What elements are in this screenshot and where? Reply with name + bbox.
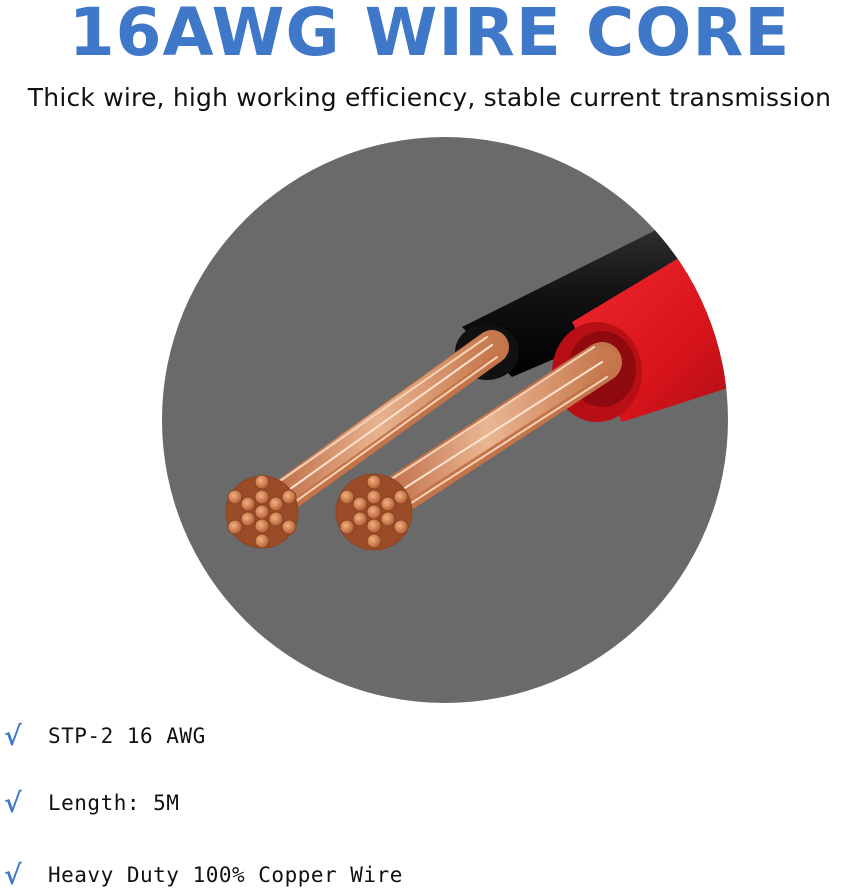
feature-text: STP-2 16 AWG <box>48 724 206 748</box>
feature-item: √ Heavy Duty 100% Copper Wire <box>0 855 403 895</box>
background-circle <box>162 137 728 703</box>
check-mark-icon: √ <box>4 720 22 752</box>
copper-strands-right <box>352 342 622 532</box>
feature-list: √ STP-2 16 AWG √ Length: 5M √ Heavy Duty… <box>0 700 859 891</box>
check-mark-icon: √ <box>4 859 22 891</box>
feature-item: √ STP-2 16 AWG <box>0 716 206 756</box>
strand-ends-left <box>225 474 299 549</box>
page-subtitle: Thick wire, high working efficiency, sta… <box>27 83 832 112</box>
feature-text: Heavy Duty 100% Copper Wire <box>48 863 403 887</box>
copper-strands-left <box>245 330 509 529</box>
feature-item: √ Length: 5M <box>0 783 179 823</box>
page-title: 16AWG WIRE CORE <box>68 0 791 71</box>
strand-ends-right <box>335 473 413 551</box>
wire-core-photo <box>162 137 728 703</box>
feature-text: Length: 5M <box>48 791 180 815</box>
check-mark-icon: √ <box>4 787 22 819</box>
